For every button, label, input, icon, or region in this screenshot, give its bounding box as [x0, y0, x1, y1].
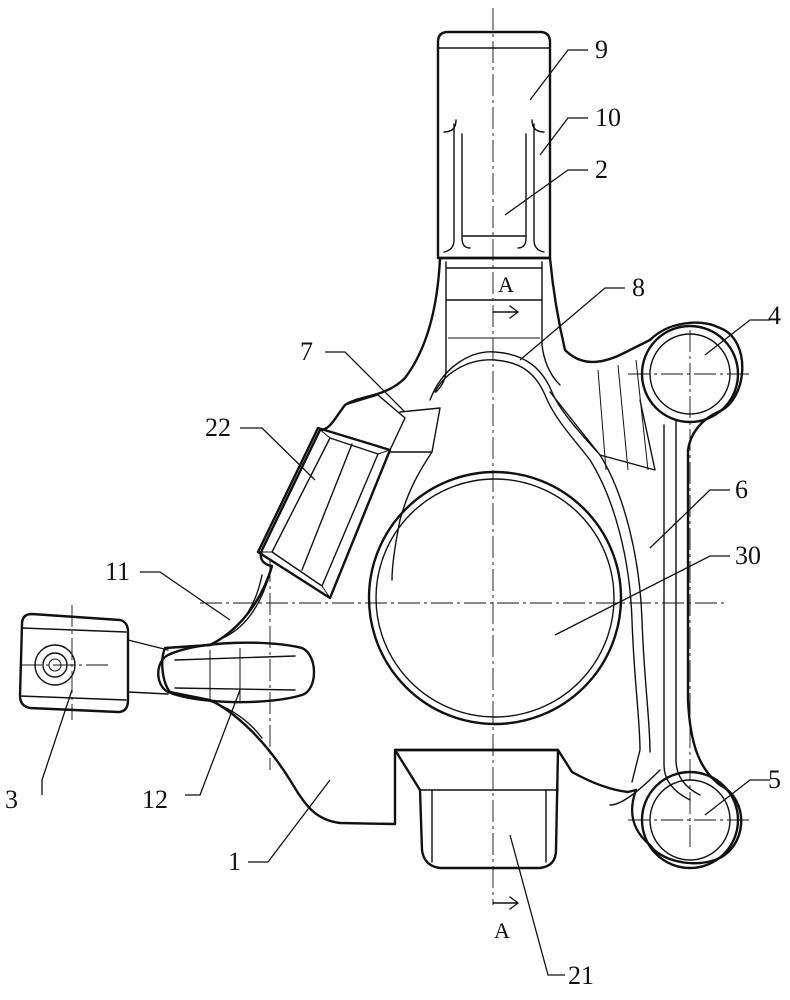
- boss-21: [395, 750, 558, 868]
- center-lines: [20, 8, 752, 905]
- callout-6: 6: [735, 475, 748, 504]
- knuckle-body: [162, 258, 742, 863]
- tie-rod-arm: [158, 566, 314, 738]
- section-marker-top: A: [493, 272, 518, 318]
- callout-30: 30: [735, 541, 761, 570]
- callout-10: 10: [595, 103, 621, 132]
- section-marker-bottom: A: [493, 897, 518, 943]
- callout-5: 5: [768, 765, 781, 794]
- callout-7: 7: [300, 337, 313, 366]
- callout-8: 8: [632, 273, 645, 302]
- boss-22: [258, 395, 440, 598]
- callout-3: 3: [5, 785, 18, 814]
- callout-9: 9: [595, 35, 608, 64]
- right-rib: [610, 420, 700, 805]
- callout-22: 22: [205, 413, 231, 442]
- section-letter-bottom: A: [494, 918, 510, 943]
- callout-12: 12: [142, 785, 168, 814]
- callout-1: 1: [228, 847, 241, 876]
- callout-2: 2: [595, 155, 608, 184]
- callout-11: 11: [105, 557, 130, 586]
- callout-21: 21: [568, 961, 594, 990]
- inner-contour: [392, 352, 655, 782]
- hub-bore: [369, 472, 621, 724]
- leader-lines: [42, 50, 770, 975]
- end-eye: [20, 614, 168, 712]
- callout-4: 4: [768, 301, 781, 330]
- section-letter-top: A: [498, 272, 514, 297]
